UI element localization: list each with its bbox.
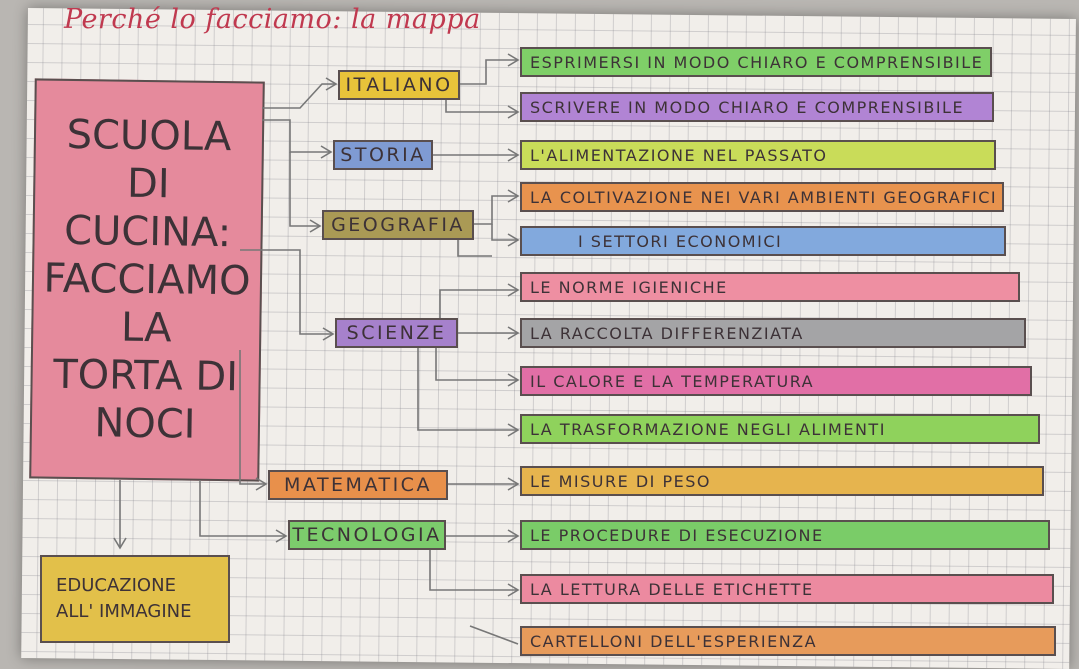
subject-label: GEOGRAFIA <box>331 214 465 236</box>
topic-box: L'ALIMENTAZIONE NEL PASSATO <box>520 140 996 170</box>
topic-label: CARTELLONI DELL'ESPERIENZA <box>530 631 818 651</box>
topic-box: LE MISURE DI PESO <box>520 466 1044 496</box>
topic-label: LA LETTURA DELLE ETICHETTE <box>530 579 814 599</box>
subject-label: ITALIANO <box>345 74 453 96</box>
subject-box-storia: STORIA <box>333 140 433 170</box>
topic-label: I SETTORI ECONOMICI <box>578 231 783 251</box>
subject-label: TECNOLOGIA <box>292 524 442 546</box>
topic-label: LE MISURE DI PESO <box>530 471 711 491</box>
central-topic-box: SCUOLA DI CUCINA: FACCIAMO LA TORTA DI N… <box>29 78 265 482</box>
topic-box: ESPRIMERSI IN MODO CHIARO E COMPRENSIBIL… <box>520 47 992 77</box>
topic-box: CARTELLONI DELL'ESPERIENZA <box>520 626 1056 656</box>
topic-label: L'ALIMENTAZIONE NEL PASSATO <box>530 145 828 165</box>
topic-label: LA RACCOLTA DIFFERENZIATA <box>530 323 804 343</box>
subject-box-scienze: SCIENZE <box>335 318 458 348</box>
topic-box: LA COLTIVAZIONE NEI VARI AMBIENTI GEOGRA… <box>520 182 1004 212</box>
education-image-label: EDUCAZIONE ALL' IMMAGINE <box>56 575 192 622</box>
topic-label: LA COLTIVAZIONE NEI VARI AMBIENTI GEOGRA… <box>530 187 998 207</box>
subject-label: MATEMATICA <box>284 474 432 496</box>
topic-label: LE PROCEDURE DI ESECUZIONE <box>530 525 824 545</box>
topic-box: LE PROCEDURE DI ESECUZIONE <box>520 520 1050 550</box>
topic-box: LA LETTURA DELLE ETICHETTE <box>520 574 1054 604</box>
subject-box-tecnologia: TECNOLOGIA <box>288 520 446 550</box>
subject-label: SCIENZE <box>346 322 447 344</box>
education-image-box: EDUCAZIONE ALL' IMMAGINE <box>40 555 230 643</box>
topic-box: LA RACCOLTA DIFFERENZIATA <box>520 318 1026 348</box>
topic-label: LE NORME IGIENICHE <box>530 277 728 297</box>
page-title: Perché lo facciamo: la mappa <box>64 4 481 35</box>
subject-box-matematica: MATEMATICA <box>268 470 448 500</box>
topic-box: I SETTORI ECONOMICI <box>520 226 1006 256</box>
topic-box: IL CALORE E LA TEMPERATURA <box>520 366 1032 396</box>
topic-label: SCRIVERE IN MODO CHIARO E COMPRENSIBILE <box>530 97 965 117</box>
topic-box: LE NORME IGIENICHE <box>520 272 1020 302</box>
subject-label: STORIA <box>340 144 426 166</box>
topic-box: LA TRASFORMAZIONE NEGLI ALIMENTI <box>520 414 1040 444</box>
subject-box-geografia: GEOGRAFIA <box>322 210 474 240</box>
topic-box: SCRIVERE IN MODO CHIARO E COMPRENSIBILE <box>520 92 994 122</box>
topic-label: IL CALORE E LA TEMPERATURA <box>530 371 815 391</box>
subject-box-italiano: ITALIANO <box>338 70 460 100</box>
topic-label: ESPRIMERSI IN MODO CHIARO E COMPRENSIBIL… <box>530 52 984 72</box>
topic-label: LA TRASFORMAZIONE NEGLI ALIMENTI <box>530 419 886 439</box>
central-topic-label: SCUOLA DI CUCINA: FACCIAMO LA TORTA DI N… <box>43 111 251 448</box>
